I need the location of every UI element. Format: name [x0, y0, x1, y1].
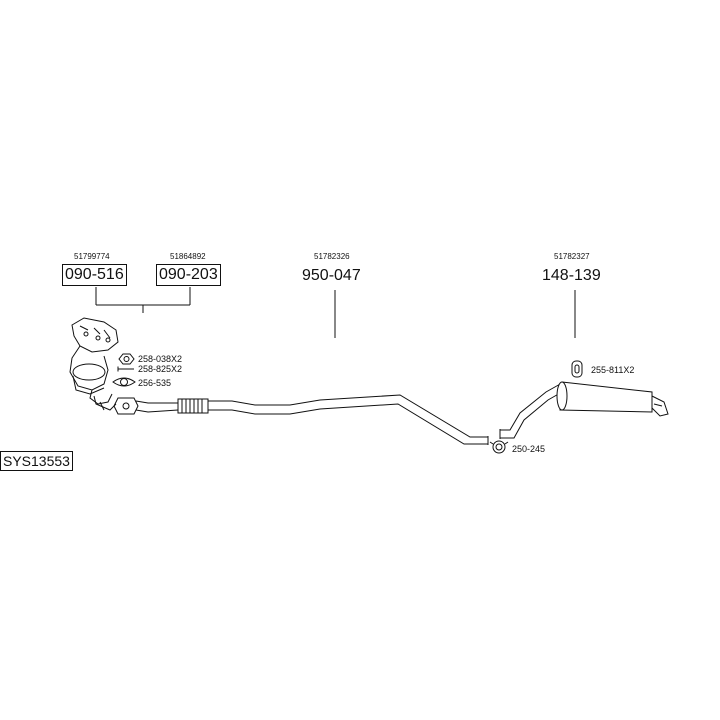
hanger-drawing	[571, 360, 583, 378]
leader-lines	[95, 287, 576, 338]
bolt-drawing	[117, 366, 134, 372]
part-number-box[interactable]: 090-203	[156, 264, 221, 286]
fitting-label-hanger[interactable]: 255-811X2	[591, 365, 635, 375]
gasket-drawing	[112, 377, 136, 387]
part-number[interactable]: 950-047	[302, 267, 361, 284]
clamp-drawing	[489, 440, 509, 454]
fitting-label-nut[interactable]: 258-038X2	[138, 354, 183, 364]
manifold-catalyst-drawing	[69, 317, 119, 411]
nut-drawing	[118, 353, 135, 365]
part-number-box[interactable]: 090-516	[62, 264, 127, 286]
pipe-drawing	[135, 394, 489, 445]
rear-silencer-drawing	[499, 381, 669, 439]
fitting-label-gasket[interactable]: 256-535	[138, 378, 172, 388]
oem-number: 51799774	[74, 252, 110, 261]
oem-number: 51864892	[170, 252, 206, 261]
fitting-label-clamp[interactable]: 250-245	[512, 444, 546, 454]
oem-number: 51782327	[554, 252, 590, 261]
part-number[interactable]: 148-139	[542, 267, 601, 284]
front-flange-drawing	[113, 397, 139, 415]
fitting-label-bolt[interactable]: 258-825X2	[138, 364, 183, 374]
system-id-label: SYS13553	[0, 451, 73, 471]
oem-number: 51782326	[314, 252, 350, 261]
